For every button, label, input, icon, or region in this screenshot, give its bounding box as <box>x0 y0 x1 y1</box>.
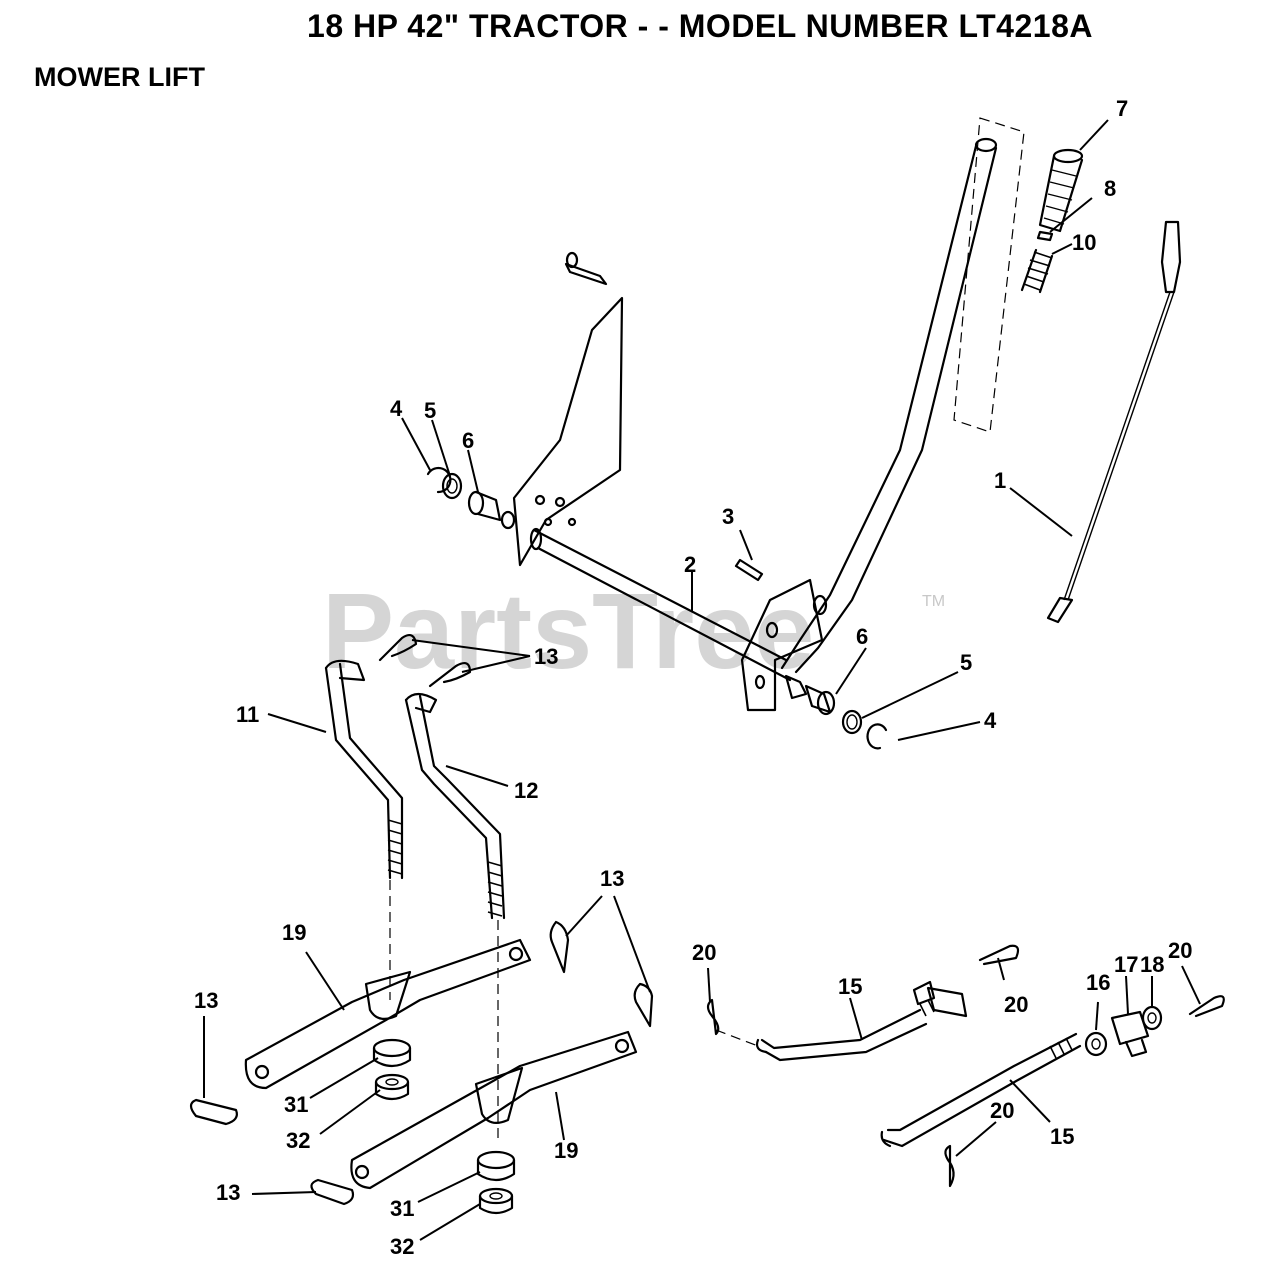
callout-3: 3 <box>722 504 734 529</box>
callout-20-b: 20 <box>1004 992 1028 1017</box>
part-20-hairpin-a[interactable] <box>706 998 720 1036</box>
callout-15-upper: 15 <box>838 974 862 999</box>
part-4-clip-right[interactable] <box>866 723 888 750</box>
part-7-grip[interactable] <box>1038 148 1084 233</box>
callout-16: 16 <box>1086 970 1110 995</box>
callout-19-lower: 19 <box>554 1138 578 1163</box>
watermark-text: PartsTree <box>322 570 814 691</box>
part-31-bushing-lower[interactable] <box>476 1150 516 1182</box>
part-13-hairpin-right-a[interactable] <box>549 920 570 974</box>
callout-5-right: 5 <box>960 650 972 675</box>
callout-17: 17 <box>1114 952 1138 977</box>
part-13-hairpin-upper-b[interactable] <box>428 662 472 688</box>
part-5-washer-left[interactable] <box>441 472 463 500</box>
callout-8: 8 <box>1104 176 1116 201</box>
callout-32-lower: 32 <box>390 1234 414 1259</box>
part-13-hairpin-bottom[interactable] <box>310 1178 355 1206</box>
callout-6-right: 6 <box>856 624 868 649</box>
part-13-hairpin-left[interactable] <box>189 1098 238 1126</box>
callout-13-upper: 13 <box>534 644 558 669</box>
callout-20-d: 20 <box>990 1098 1014 1123</box>
guide-line <box>715 1029 759 1047</box>
part-6-bushing-right[interactable] <box>804 684 836 716</box>
callout-32-upper: 32 <box>286 1128 310 1153</box>
callout-13-right: 13 <box>600 866 624 891</box>
part-20-hairpin-b[interactable] <box>978 944 1020 966</box>
callout-20-a: 20 <box>692 940 716 965</box>
part-10-spring[interactable] <box>1020 248 1054 294</box>
part-16-nut[interactable] <box>1084 1031 1108 1057</box>
section-title: MOWER LIFT <box>34 62 205 92</box>
callout-19-upper: 19 <box>282 920 306 945</box>
part-1-rod[interactable] <box>1046 220 1182 624</box>
callout-18: 18 <box>1140 952 1164 977</box>
part-13-hairpin-upper-a[interactable] <box>378 634 418 662</box>
callout-11: 11 <box>236 702 259 727</box>
part-13-hairpin-right-b[interactable] <box>633 982 654 1028</box>
callout-15-lower: 15 <box>1050 1124 1074 1149</box>
part-2-cross-shaft[interactable] <box>529 527 808 700</box>
callout-13-left: 13 <box>194 988 218 1013</box>
part-8-pin[interactable] <box>1036 230 1054 242</box>
callout-13-bottom: 13 <box>216 1180 240 1205</box>
callout-6-left: 6 <box>462 428 474 453</box>
part-19-lift-arm-upper[interactable] <box>244 938 532 1090</box>
callout-31-lower: 31 <box>390 1196 414 1221</box>
callout-labels: 1 2 3 4 5 6 7 8 10 6 5 4 11 12 13 13 13 … <box>194 96 1192 1259</box>
part-15-rod-upper[interactable] <box>755 980 968 1062</box>
callout-4-right: 4 <box>984 708 997 733</box>
part-11-lift-link[interactable] <box>324 659 404 880</box>
callout-20-c: 20 <box>1168 938 1192 963</box>
callout-7: 7 <box>1116 96 1128 121</box>
callout-10: 10 <box>1072 230 1096 255</box>
part-18-bushing[interactable] <box>1141 1005 1163 1031</box>
part-19-lift-arm-lower[interactable] <box>350 1030 638 1190</box>
part-20-hairpin-c[interactable] <box>1188 995 1225 1018</box>
callout-4-left: 4 <box>390 396 403 421</box>
part-32-nut-lower[interactable] <box>478 1187 514 1215</box>
part-6-bushing-left[interactable] <box>467 490 502 522</box>
part-12-lift-link[interactable] <box>404 692 506 920</box>
part-15-rod-lower[interactable] <box>880 1032 1082 1148</box>
callout-1: 1 <box>994 468 1006 493</box>
callout-12: 12 <box>514 778 538 803</box>
callout-5-left: 5 <box>424 398 436 423</box>
callout-31-upper: 31 <box>284 1092 308 1117</box>
part-3-roll-pin[interactable] <box>734 558 764 582</box>
leader-lines <box>203 119 1201 1241</box>
lever-bracket[interactable] <box>740 578 824 712</box>
part-31-bushing-upper[interactable] <box>372 1038 412 1068</box>
part-5-washer-right[interactable] <box>841 709 863 735</box>
part-32-nut-upper[interactable] <box>374 1073 410 1101</box>
callout-2: 2 <box>684 552 696 577</box>
part-17-block[interactable] <box>1110 1010 1150 1058</box>
part-20-hairpin-d[interactable] <box>944 1144 955 1188</box>
watermark-trademark: TM <box>922 593 945 610</box>
left-mount-plate[interactable] <box>500 251 624 567</box>
handle-ghost-outline <box>953 117 1025 433</box>
diagram-title: 18 HP 42" TRACTOR - - MODEL NUMBER LT421… <box>307 8 1093 44</box>
